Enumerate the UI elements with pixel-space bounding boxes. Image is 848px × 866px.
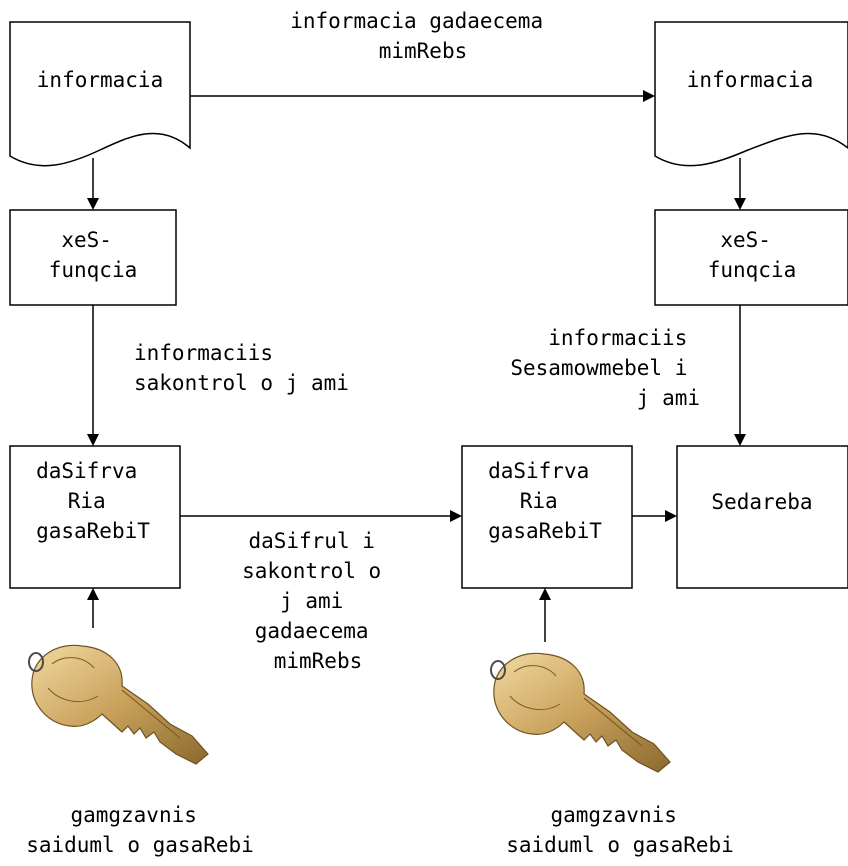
receiver-key-icon [490,652,671,773]
sender-hash-function-label: xeS- funqcia [49,228,138,282]
sender-hash-function-box [9,209,177,306]
sender-key-label: gamgzavnis saiduml o gasaRebi [26,803,254,857]
sender-document-label: informacia [37,68,163,92]
receiver-document-shape [654,21,848,167]
sender-encryption-label: daSifrva Ria gasaRebiT [36,459,150,543]
receiver-hash-function-box [654,209,848,306]
sender-checksum-label: informaciis sakontrol o j ami [134,341,349,395]
receiver-hash-function-label: xeS- funqcia [708,228,797,282]
sender-document-shape [9,21,191,167]
receiver-decryption-box [461,445,633,589]
sender-encryption-box [9,445,181,589]
compare-label: Sedareba [711,490,812,514]
encrypted-checksum-transfer-label: daSifrul i sakontrol o j ami gadaecema m… [242,529,394,673]
receiver-checksum-label: informaciis Sesamowmebel i j ami [510,326,700,410]
sender-key-icon [28,644,209,765]
compare-box [676,445,848,589]
info-transfer-label: informacia gadaecema mimRebs [290,9,556,63]
receiver-decryption-label: daSifrva Ria gasaRebiT [488,459,602,543]
receiver-document-label: informacia [687,68,813,92]
receiver-key-label: gamgzavnis saiduml o gasaRebi [506,803,734,857]
